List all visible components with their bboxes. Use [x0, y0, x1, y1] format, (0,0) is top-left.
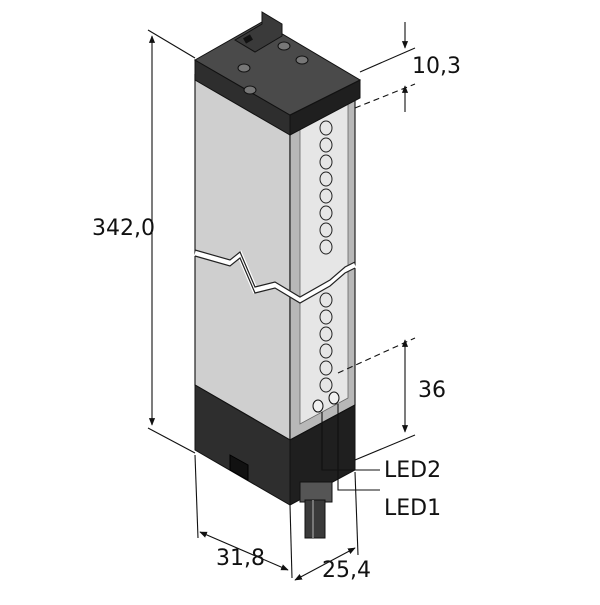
screw-icon: [237, 63, 251, 73]
extension-line: [354, 434, 416, 461]
bottom-notch: [229, 454, 249, 481]
extension-line: [354, 471, 359, 556]
led-ring: [319, 171, 333, 187]
extension-line: [147, 29, 196, 59]
led-column: [319, 120, 333, 393]
led-spacing-dimension-label: 36: [418, 378, 446, 403]
dimension-lines: [147, 22, 416, 581]
led-ring: [319, 239, 333, 255]
screw-icon: [295, 55, 309, 65]
break-mark: [194, 249, 357, 304]
extension-line: [147, 427, 196, 454]
extension-line: [289, 504, 293, 579]
width-dimension-label: 25,4: [322, 558, 371, 583]
sensor-housing: [194, 73, 356, 442]
screw-icon: [277, 41, 291, 51]
led-ring: [319, 137, 333, 153]
led-ring: [319, 292, 333, 308]
led-ring: [319, 205, 333, 221]
led-ring: [319, 343, 333, 359]
depth-dimension-line: [199, 531, 289, 571]
depth-dimension-label: 31,8: [216, 546, 265, 571]
cable: [304, 499, 326, 539]
led-indicator-led2: [312, 399, 324, 413]
led-ring: [319, 188, 333, 204]
break-line-upper: [194, 250, 357, 304]
led-ring: [319, 377, 333, 393]
extension-line: [194, 454, 199, 539]
screw-icon: [243, 85, 257, 95]
break-line-lower-edge: [194, 255, 356, 304]
status-leds: [312, 391, 340, 413]
led-ring: [319, 120, 333, 136]
height-dimension-label: 342,0: [92, 216, 155, 241]
led-ring: [319, 309, 333, 325]
break-line-upper-edge: [194, 249, 356, 298]
top-cap: [193, 11, 362, 136]
led1-leader: [337, 404, 380, 491]
led2-callout-label: LED2: [384, 458, 442, 483]
led1-callout-label: LED1: [384, 496, 442, 521]
width-dimension-line: [294, 547, 356, 581]
led-ring: [319, 360, 333, 376]
led-ring: [319, 326, 333, 342]
connector-nut: [299, 481, 333, 503]
top-cap-top: [193, 21, 362, 116]
extension-line: [354, 83, 416, 109]
top-offset-dimension-label: 10,3: [412, 54, 461, 79]
bracket-slot: [243, 34, 253, 44]
led-ring: [319, 154, 333, 170]
led-indicator-led1: [328, 391, 340, 405]
led2-leader: [321, 412, 380, 471]
extension-line: [359, 47, 416, 73]
led-ring: [319, 222, 333, 238]
